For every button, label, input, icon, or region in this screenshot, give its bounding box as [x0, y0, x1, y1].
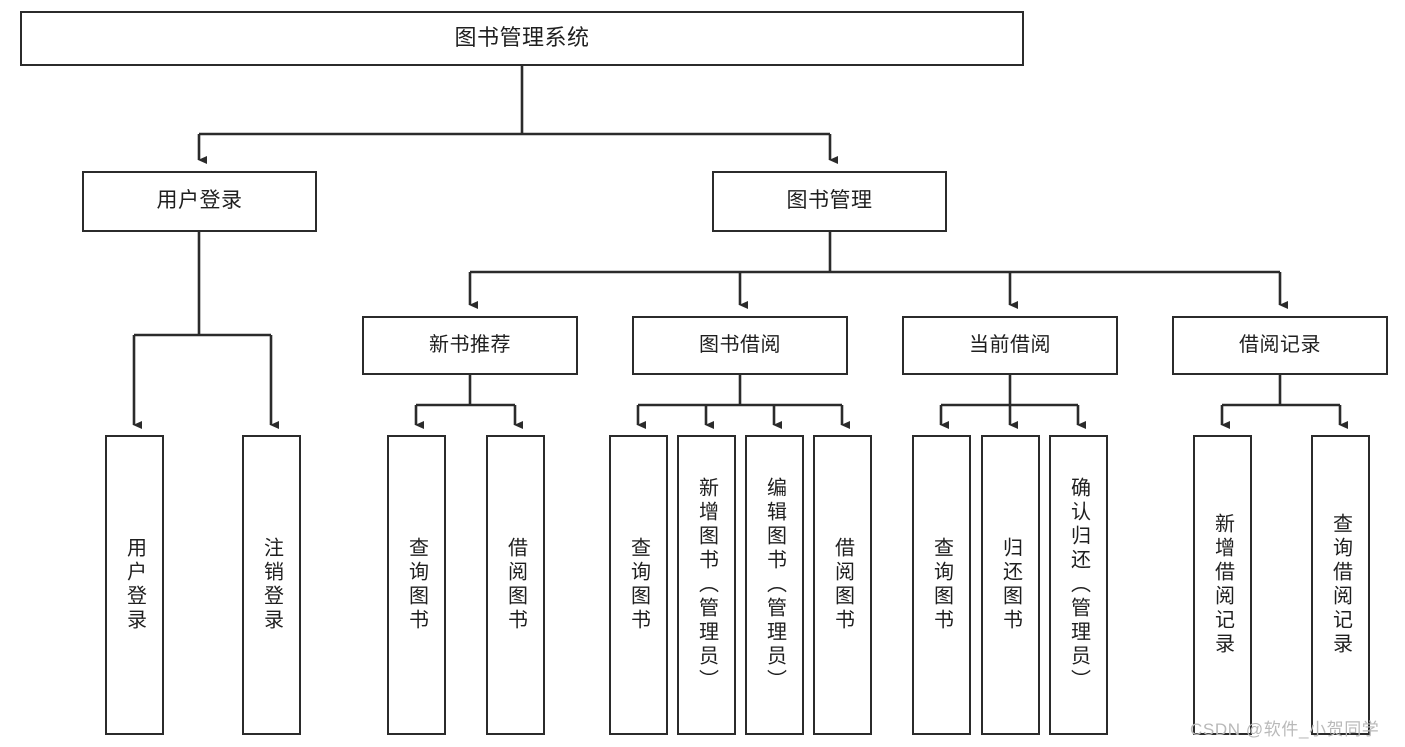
node-new-book-recommend-label: 新书推荐	[429, 333, 511, 356]
leaf-current-borrow-return[interactable]: 归还图书	[981, 435, 1040, 735]
leaf-book-borrow-edit-label: 编辑图书（管理员）	[763, 477, 786, 693]
leaf-new-book-query[interactable]: 查询图书	[387, 435, 446, 735]
leaf-user-login-login[interactable]: 用户登录	[105, 435, 164, 735]
leaf-current-borrow-query[interactable]: 查询图书	[912, 435, 971, 735]
node-current-borrow[interactable]: 当前借阅	[902, 316, 1118, 375]
node-book-manage[interactable]: 图书管理	[712, 171, 947, 232]
leaf-borrow-record-add[interactable]: 新增借阅记录	[1193, 435, 1252, 735]
leaf-book-borrow-query[interactable]: 查询图书	[609, 435, 668, 735]
leaf-borrow-record-query[interactable]: 查询借阅记录	[1311, 435, 1370, 735]
node-current-borrow-label: 当前借阅	[969, 333, 1051, 356]
leaf-new-book-query-label: 查询图书	[405, 537, 428, 633]
leaf-user-login-logout[interactable]: 注销登录	[242, 435, 301, 735]
node-user-login[interactable]: 用户登录	[82, 171, 317, 232]
node-new-book-recommend[interactable]: 新书推荐	[362, 316, 578, 375]
node-root-label: 图书管理系统	[454, 25, 590, 51]
node-book-manage-label: 图书管理	[786, 189, 873, 213]
node-borrow-record[interactable]: 借阅记录	[1172, 316, 1388, 375]
leaf-current-borrow-confirm-label: 确认归还（管理员）	[1067, 477, 1090, 693]
leaf-borrow-record-query-label: 查询借阅记录	[1329, 513, 1352, 657]
csdn-watermark: CSDN @软件_小贺同学	[1190, 720, 1380, 739]
leaf-book-borrow-edit[interactable]: 编辑图书（管理员）	[745, 435, 804, 735]
leaf-current-borrow-return-label: 归还图书	[999, 537, 1022, 633]
leaf-book-borrow-borrow-label: 借阅图书	[831, 537, 854, 633]
leaf-book-borrow-query-label: 查询图书	[627, 537, 650, 633]
node-book-borrow-label: 图书借阅	[699, 333, 781, 356]
leaf-book-borrow-add[interactable]: 新增图书（管理员）	[677, 435, 736, 735]
leaf-new-book-borrow[interactable]: 借阅图书	[486, 435, 545, 735]
leaf-book-borrow-borrow[interactable]: 借阅图书	[813, 435, 872, 735]
node-user-login-label: 用户登录	[156, 189, 243, 213]
leaf-borrow-record-add-label: 新增借阅记录	[1211, 513, 1234, 657]
leaf-book-borrow-add-label: 新增图书（管理员）	[695, 477, 718, 693]
leaf-current-borrow-query-label: 查询图书	[930, 537, 953, 633]
leaf-new-book-borrow-label: 借阅图书	[504, 537, 527, 633]
leaf-user-login-logout-label: 注销登录	[260, 537, 283, 633]
leaf-user-login-login-label: 用户登录	[123, 537, 146, 633]
node-book-borrow[interactable]: 图书借阅	[632, 316, 848, 375]
node-root-system[interactable]: 图书管理系统	[20, 11, 1024, 66]
node-borrow-record-label: 借阅记录	[1239, 333, 1321, 356]
leaf-current-borrow-confirm[interactable]: 确认归还（管理员）	[1049, 435, 1108, 735]
